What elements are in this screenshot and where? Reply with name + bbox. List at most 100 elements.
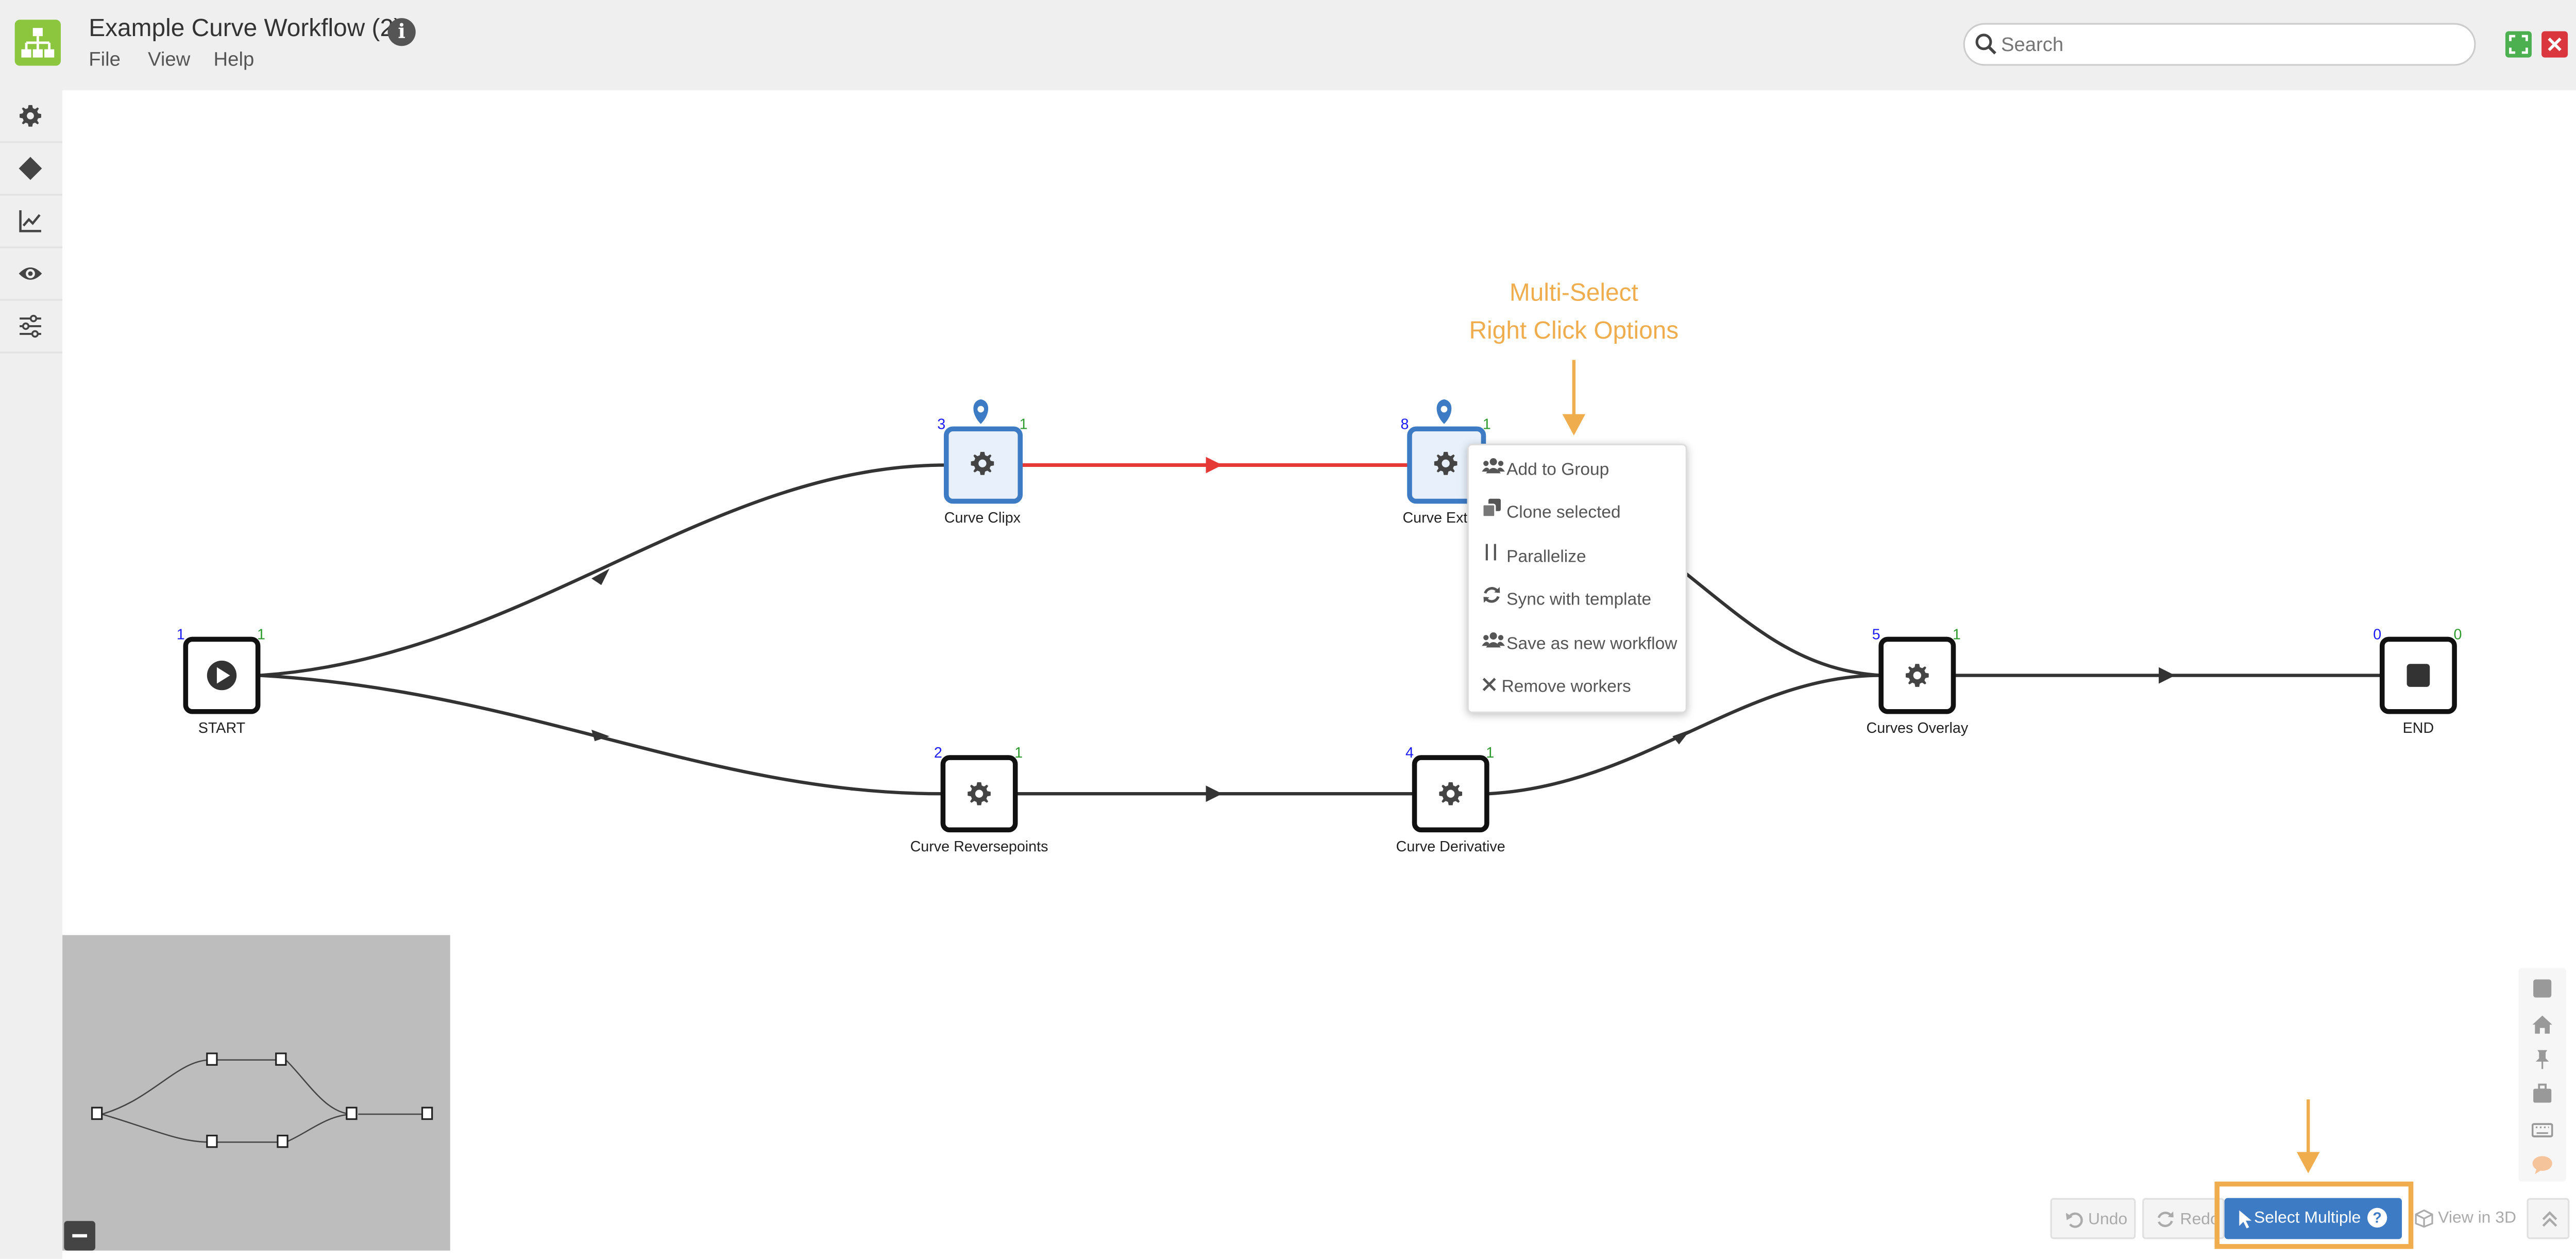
ctx-clone-selected[interactable]: Clone selected [1482,498,1621,528]
annotation-arrow-select [2296,1099,2320,1173]
search-icon [1975,33,1996,55]
gear-icon [1439,782,1463,805]
stop-square-icon[interactable] [2532,978,2553,999]
node-start-out-count: 1 [257,626,265,643]
comment-icon[interactable] [2532,1154,2553,1175]
node-extrap-in-count: 8 [1400,416,1409,432]
node-clipx-out-count: 1 [1020,416,1028,432]
select-multiple-button[interactable]: Select Multiple ? [2224,1198,2402,1239]
node-start-in-count: 1 [177,626,185,643]
view-3d-label: View in 3D [2438,1209,2517,1228]
undo-label: Undo [2088,1211,2128,1230]
edge-deriv-overlay[interactable] [1488,674,1882,796]
ctx-sync-template-label: Sync with template [1506,590,1652,610]
close-button[interactable] [2541,31,2568,58]
menu-help[interactable]: Help [213,47,255,71]
annotation-arrow-menu [1562,360,1586,436]
sync-icon [1482,585,1503,615]
node-overlay-in-count: 5 [1872,626,1880,643]
close-icon [1482,673,1498,702]
node-curve-reversepoints[interactable]: 2 1 Curve Reversepoints [910,745,1048,855]
minus-icon [72,1234,88,1238]
keyboard-icon[interactable] [2531,1119,2553,1140]
node-curve-clipx[interactable]: 3 1 Curve Clipx [937,399,1028,526]
node-deriv-out-count: 1 [1486,745,1494,761]
users-icon [1482,630,1505,659]
arrow-head [2159,667,2175,684]
sliders-icon [20,314,41,338]
undo-icon [2065,1212,2083,1228]
select-multiple-label: Select Multiple [2254,1209,2361,1228]
sidebar-item-adjust[interactable] [0,301,63,354]
menu-file[interactable]: File [89,47,121,71]
fullscreen-button[interactable] [2505,31,2532,58]
arrow-head [591,568,610,585]
collapse-minimap-button[interactable] [64,1221,95,1251]
context-menu: Add to Group Clone selected Parallelize … [1467,443,1687,713]
redo-icon [2157,1211,2174,1228]
node-end-label: END [2403,720,2434,736]
sidebar-item-charts[interactable] [0,195,63,248]
home-icon[interactable] [2532,1014,2553,1035]
stop-icon [2406,664,2430,687]
redo-label: Redo [2180,1211,2219,1230]
info-icon[interactable]: i [387,18,416,46]
eye-icon [19,267,42,280]
ctx-save-new-workflow[interactable]: Save as new workflow [1482,629,1677,659]
app-logo[interactable] [14,20,61,66]
arrow-head [1672,729,1691,745]
node-deriv-in-count: 4 [1405,745,1414,761]
ctx-parallelize[interactable]: Parallelize [1482,542,1586,572]
node-end-out-count: 0 [2453,626,2462,643]
menu-view[interactable]: View [147,47,191,71]
pin-icon[interactable] [2532,1048,2553,1069]
gear-icon [1434,451,1458,475]
node-extrap-out-count: 1 [1483,416,1491,432]
bottom-toolbar: Undo Redo View in 3D [2050,1198,2573,1239]
arrow-head [591,729,610,742]
node-curves-overlay[interactable]: 5 1 Curves Overlay [1866,626,1968,736]
help-icon[interactable]: ? [2367,1207,2387,1228]
minimap[interactable] [62,935,450,1251]
node-reverse-in-count: 2 [934,745,942,761]
node-start-label: START [198,720,245,736]
node-end-in-count: 0 [2373,626,2381,643]
sidebar-item-shapes[interactable] [0,143,63,196]
briefcase-icon[interactable] [2532,1083,2553,1104]
ctx-clone-selected-label: Clone selected [1506,502,1621,523]
clone-icon [1482,498,1503,528]
node-curve-derivative[interactable]: 4 1 Curve Derivative [1396,745,1505,855]
node-start[interactable]: 1 1 START [177,626,265,736]
close-icon [2548,37,2562,52]
view-3d-button[interactable]: View in 3D [2409,1198,2523,1239]
ctx-save-new-workflow-label: Save as new workflow [1506,634,1677,654]
ctx-add-to-group[interactable]: Add to Group [1482,455,1609,484]
edge-start-reverse[interactable] [259,674,942,796]
gear-icon [968,782,991,805]
redo-button[interactable]: Redo [2142,1198,2225,1239]
expand-icon [2509,35,2528,54]
chart-line-icon [19,210,41,232]
hierarchy-icon [21,28,55,58]
sidebar-item-view[interactable] [0,248,63,301]
gear-icon [971,451,994,475]
parallel-icon [1482,543,1503,572]
gear-icon [20,105,41,127]
node-clipx-label: Curve Clipx [944,510,1021,526]
undo-button[interactable]: Undo [2050,1198,2136,1239]
right-tool-strip [2518,968,2566,1182]
expand-toolbar-button[interactable] [2527,1198,2570,1239]
edge-extrap-overlay[interactable] [1683,570,1882,677]
app-header: Example Curve Workflow (2) i File View H… [0,0,2576,91]
node-overlay-label: Curves Overlay [1866,720,1968,736]
left-toolbar [0,90,63,1259]
node-reverse-label: Curve Reversepoints [910,838,1048,855]
ctx-sync-template[interactable]: Sync with template [1482,585,1651,614]
sidebar-item-settings[interactable] [0,90,63,143]
edge-start-clipx[interactable] [259,463,946,677]
search-input[interactable] [2001,29,2461,59]
node-end[interactable]: 0 0 END [2373,626,2462,736]
ctx-remove-workers[interactable]: Remove workers [1482,672,1631,701]
minimap-preview [91,1052,433,1148]
arrow-head [1206,457,1223,474]
